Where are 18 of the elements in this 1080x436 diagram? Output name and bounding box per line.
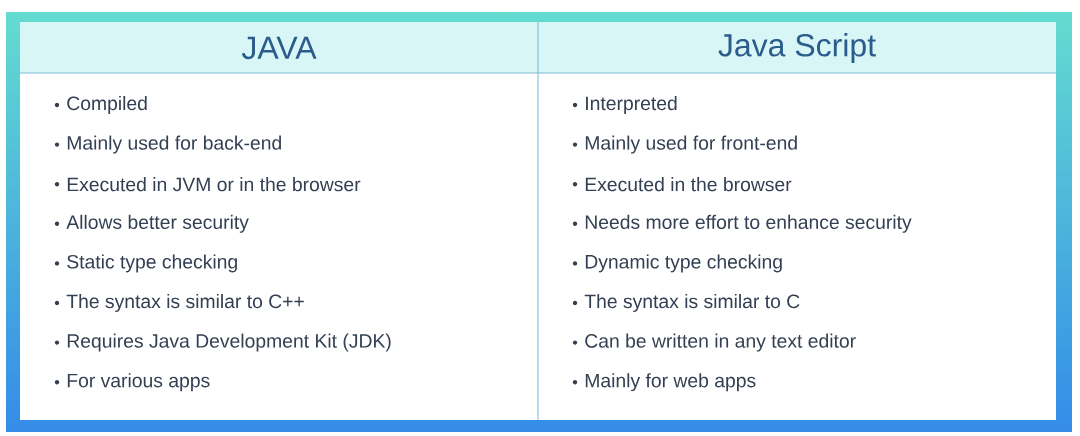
list-item: Executed in the browser: [585, 177, 792, 192]
list-item: Mainly used for front-end: [585, 135, 797, 154]
list-item: Mainly used for back-end: [67, 135, 281, 154]
column-header: JAVA: [241, 36, 317, 60]
list-item: Static type checking: [67, 254, 237, 273]
list-item: Allows better security: [66, 214, 249, 233]
list-item: Mainly for web apps: [585, 373, 756, 392]
list-item: The syntax is similar to C++: [66, 294, 304, 312]
list-item: Dynamic type checking: [585, 254, 782, 273]
column-header: Java Script: [718, 33, 876, 63]
list-item: Compiled: [67, 96, 147, 114]
list-item: Can be written in any text editor: [585, 333, 856, 352]
list-item: Needs more effort to enhance security: [585, 214, 912, 233]
list-item: Requires Java Development Kit (JDK): [67, 333, 391, 352]
list-item: For various apps: [67, 373, 210, 392]
list-item: Executed in JVM or in the browser: [67, 177, 361, 192]
list-item: Interpreted: [586, 96, 677, 114]
list-item: The syntax is similar to C: [584, 294, 800, 312]
